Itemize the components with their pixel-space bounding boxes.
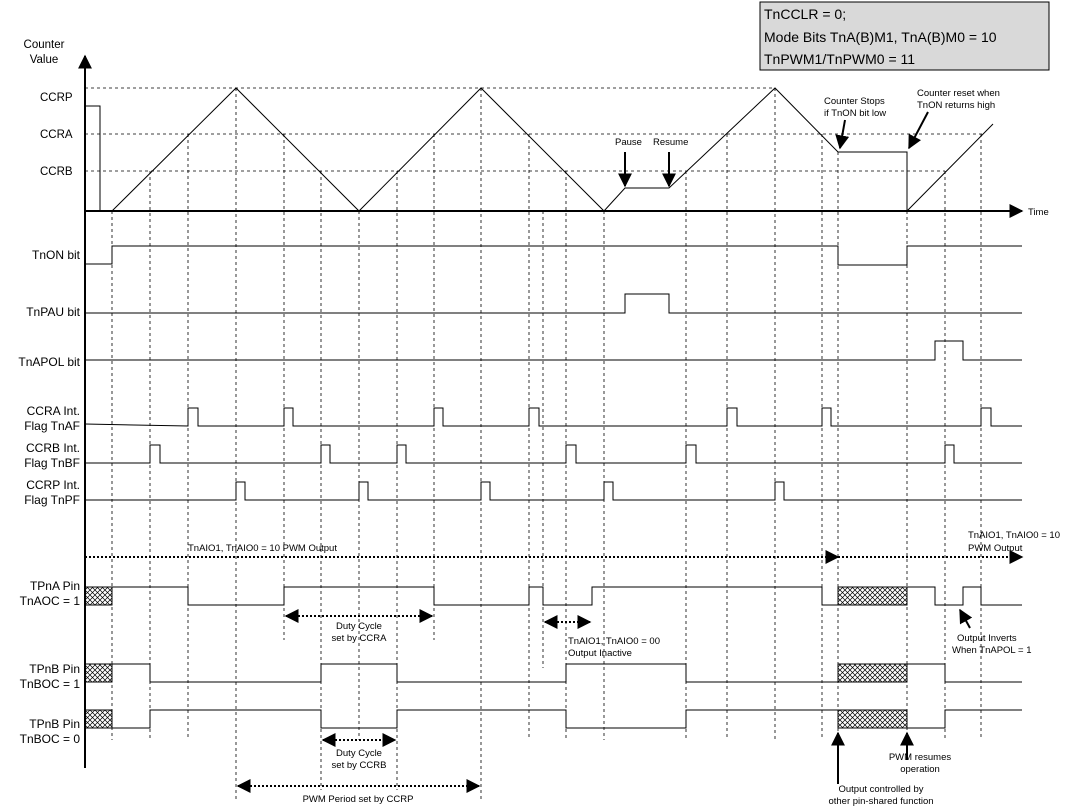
aio-inactive-label-2: Output Inactive	[568, 648, 632, 659]
tpna-label-1: TPnA Pin	[30, 579, 80, 593]
pwm-resumes-label-2: operation	[900, 764, 940, 775]
tpnb0-undefined-stopped	[837, 709, 908, 729]
level-reference-lines	[85, 87, 985, 172]
time-axis-label: Time	[1028, 207, 1049, 218]
ccrp-flag-waveform	[85, 481, 1022, 501]
ccra-flag-label-1: CCRA Int.	[27, 404, 80, 418]
mode-box-frame	[759, 1, 1050, 71]
ccra-flag-label-2: Flag TnAF	[24, 419, 80, 433]
mode-box-line3: TnPWM1/TnPWM0 = 11	[764, 51, 915, 67]
digital-waveforms	[84, 245, 1022, 729]
duty-cycle-b-label-2: set by CCRB	[332, 760, 387, 771]
tpnb0-label-1: TPnB Pin	[29, 717, 80, 731]
tpna-label-2: TnAOC = 1	[20, 594, 81, 608]
tpna-undefined-stopped	[837, 586, 908, 606]
undefined-output-regions	[84, 586, 908, 729]
tnon-label: TnON bit	[32, 248, 81, 262]
tpnb1-undefined-stopped	[837, 663, 908, 683]
output-controlled-label-2: other pin-shared function	[828, 796, 933, 807]
aio-inactive-label-1: TnAIO1, TnAIO0 = 00	[568, 636, 660, 647]
mode-box-line1: TnCCLR = 0;	[764, 6, 846, 22]
output-inverts-label-2: When TnAPOL = 1	[952, 645, 1031, 656]
tpnb1-label-1: TPnB Pin	[29, 662, 80, 676]
tpna-waveform	[112, 586, 1022, 606]
mode-box-line2: Mode Bits TnA(B)M1, TnA(B)M0 = 10	[764, 29, 997, 45]
pwm-period-label: PWM Period set by CCRP	[303, 794, 414, 805]
ccra-flag-waveform	[84, 407, 1022, 427]
tnon-waveform	[85, 245, 1022, 266]
ccrp-level-label: CCRP	[40, 92, 73, 104]
duty-cycle-a-label-1: Duty Cycle	[336, 621, 382, 632]
output-controlled-label-1: Output controlled by	[838, 784, 923, 795]
ccra-level-label: CCRA	[40, 129, 73, 141]
ccrb-flag-waveform	[85, 444, 1022, 464]
ccrb-flag-label-1: CCRB Int.	[26, 441, 80, 455]
pwm-resumes-label-1: PWM resumes	[889, 752, 952, 763]
counter-stops-label-1: Counter Stops	[824, 96, 885, 107]
counter-reset-label-2: TnON returns high	[917, 100, 995, 111]
counter-reset-arrow	[908, 111, 929, 150]
tnapol-waveform	[85, 340, 1022, 361]
ccrp-flag-label-2: Flag TnPF	[24, 493, 80, 507]
vertical-guide-lines	[111, 88, 982, 800]
duty-cycle-b-label-1: Duty Cycle	[336, 748, 382, 759]
counter-reset-label-1: Counter reset when	[917, 88, 1000, 99]
tnapol-label: TnAPOL bit	[18, 355, 80, 369]
resume-label: Resume	[653, 137, 688, 148]
aio-pwm-right-label-1: TnAIO1, TnAIO0 = 10	[968, 530, 1060, 541]
mode-settings-box: TnCCLR = 0; Mode Bits TnA(B)M1, TnA(B)M0…	[759, 1, 1050, 71]
aio-pwm-label: TnAIO1, TnAIO0 = 10 PWM Output	[188, 543, 337, 554]
tpnb1-label-2: TnBOC = 1	[20, 677, 81, 691]
counter-stops-arrow	[835, 119, 850, 150]
counter-axis-title-1: Counter	[24, 39, 65, 51]
duty-cycle-a-label-2: set by CCRA	[332, 633, 388, 644]
counter-stops-label-2: if TnON bit low	[824, 108, 886, 119]
output-inverts-label-1: Output Inverts	[957, 633, 1017, 644]
tpna-undefined-start	[84, 586, 113, 606]
aio-pwm-right-label-2: PWM Output	[968, 543, 1023, 554]
signal-labels: TnON bit TnPAU bit TnAPOL bit CCRA Int. …	[18, 248, 80, 746]
tnpau-waveform	[85, 293, 1022, 314]
tpnb1-undefined-start	[84, 663, 113, 683]
tnpau-label: TnPAU bit	[26, 305, 80, 319]
tpnb0-label-2: TnBOC = 0	[20, 732, 81, 746]
ccrb-flag-label-2: Flag TnBF	[24, 456, 80, 470]
ccrp-flag-label-1: CCRP Int.	[26, 478, 80, 492]
counter-axis-title-2: Value	[30, 54, 59, 66]
annotations: Pause Resume Counter Stops if TnON bit l…	[188, 88, 1060, 807]
output-inverts-arrow	[959, 608, 973, 629]
pause-label: Pause	[615, 137, 642, 148]
counter-axis: Counter Value Time CCRP CCRA CCRB	[24, 39, 1049, 768]
tpnb0-undefined-start	[84, 709, 113, 729]
ccrb-level-label: CCRB	[40, 166, 73, 178]
